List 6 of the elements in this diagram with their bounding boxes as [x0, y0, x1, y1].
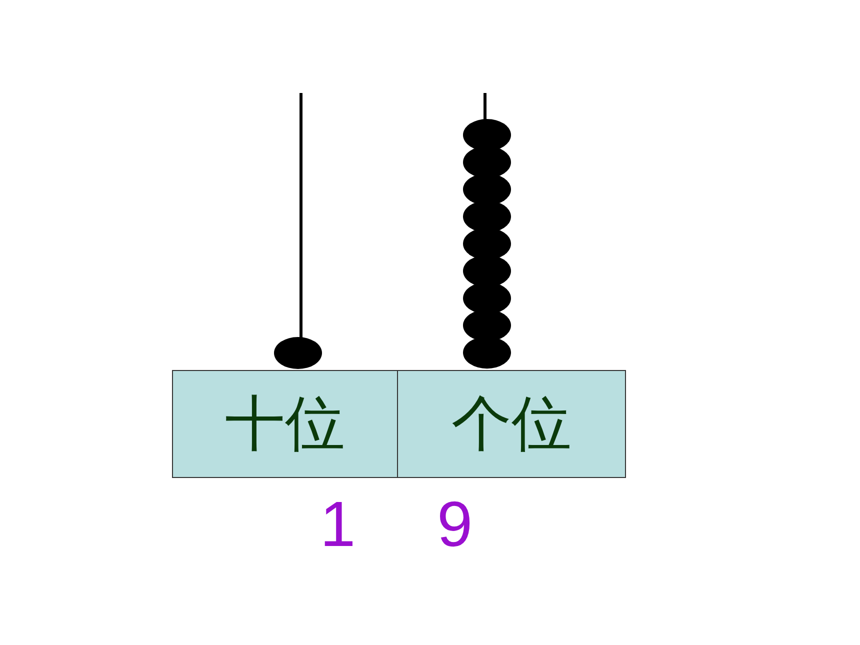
digit-label: 1 [320, 492, 356, 556]
place-value-label: 个位 [452, 394, 572, 454]
digit-label: 9 [437, 492, 473, 556]
place-value-label: 十位 [225, 394, 345, 454]
place-value-box [397, 370, 626, 478]
place-value-box [172, 370, 398, 478]
